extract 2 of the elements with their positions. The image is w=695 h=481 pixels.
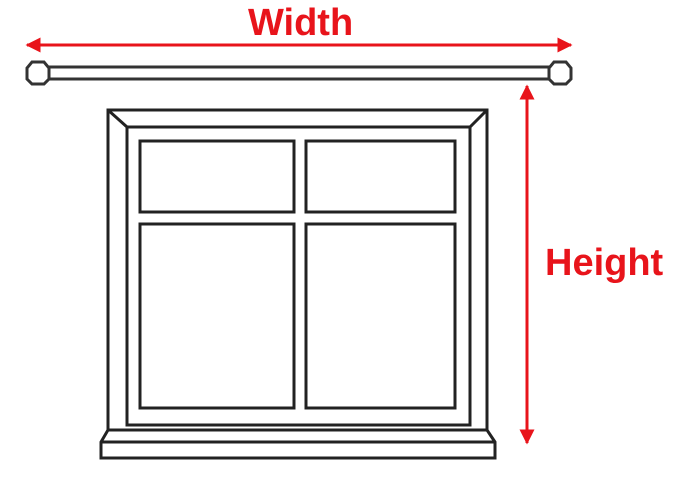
dimension-label: Width (248, 4, 354, 42)
dimension-label: Height (545, 244, 664, 282)
